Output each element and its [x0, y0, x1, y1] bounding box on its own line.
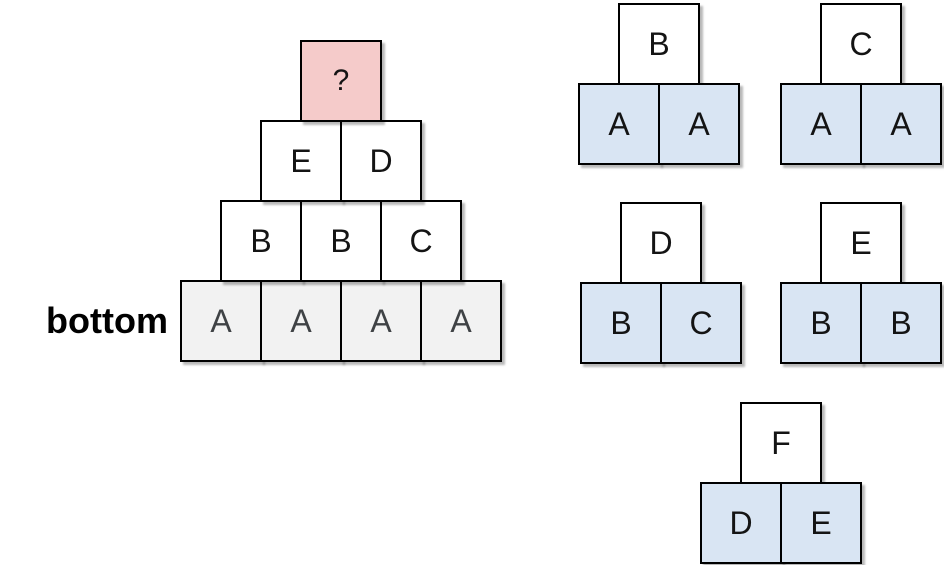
rule3-top-block: D [620, 202, 702, 284]
rule-group-1: B A A [578, 3, 740, 165]
pyramid-block-row3-col1: B [220, 200, 302, 282]
pyramid-block-unknown: ? [300, 40, 382, 122]
rule3-bottom-block-1: B [580, 282, 662, 364]
rule2-bottom-block-1: A [780, 83, 862, 165]
pyramid-block-row3-col2: B [300, 200, 382, 282]
bottom-row-label: bottom [46, 300, 168, 341]
rule-group-4: E B B [780, 202, 942, 364]
rule3-bottom-block-2: C [660, 282, 742, 364]
pyramid-block-row2-col2: D [340, 120, 422, 202]
rule-group-5: F D E [700, 402, 862, 564]
rule5-bottom-block-1: D [700, 482, 782, 564]
rule-group-3: D B C [580, 202, 742, 364]
rule1-bottom-block-1: A [578, 83, 660, 165]
rule5-bottom-block-2: E [780, 482, 862, 564]
pyramid-block-row4-col2: A [260, 280, 342, 362]
rule5-top-block: F [740, 402, 822, 484]
rule1-bottom-block-2: A [658, 83, 740, 165]
rule-group-2: C A A [780, 3, 942, 165]
rule1-top-block: B [618, 3, 700, 85]
rule4-top-block: E [820, 202, 902, 284]
pyramid-block-row3-col3: C [380, 200, 462, 282]
pyramid-block-row4-col4: A [420, 280, 502, 362]
rule2-top-block: C [820, 3, 902, 85]
rule4-bottom-block-1: B [780, 282, 862, 364]
pyramid-block-row2-col1: E [260, 120, 342, 202]
rule2-bottom-block-2: A [860, 83, 942, 165]
pyramid-block-row4-col1: A [180, 280, 262, 362]
rule4-bottom-block-2: B [860, 282, 942, 364]
pyramid-block-row4-col3: A [340, 280, 422, 362]
